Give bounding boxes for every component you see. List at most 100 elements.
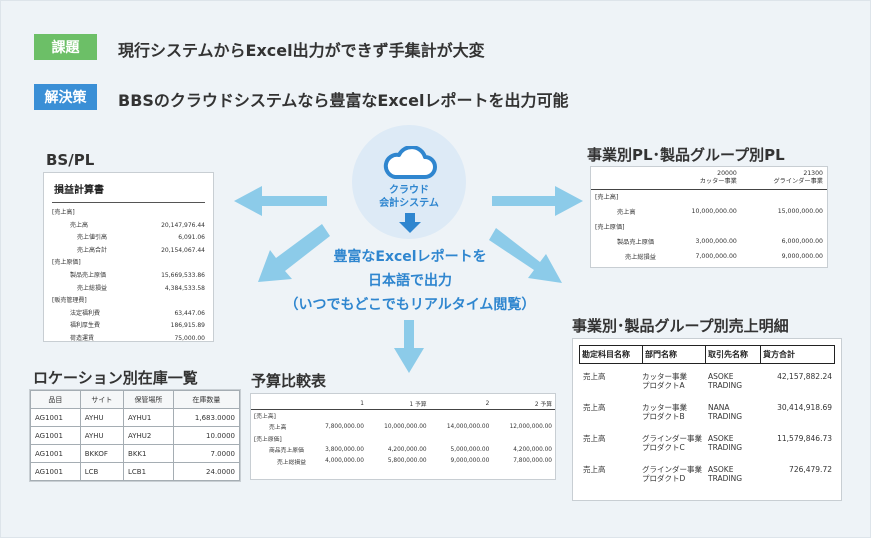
row-label: [売上原価] (254, 436, 282, 443)
cell: LCB (79, 462, 125, 481)
header-cell: 2 予算 (492, 398, 555, 410)
cell: AG1001 (30, 408, 81, 427)
bspl-row: [売上原価] (52, 257, 205, 270)
account-cell: 売上高 (583, 403, 606, 412)
client-name: ASOKE (708, 465, 734, 474)
product-name: プロダクトC (642, 443, 685, 452)
cloud-label-line-1: クラウド (389, 185, 429, 196)
header-cell: 在庫数量 (172, 390, 241, 409)
dept-name: グラインダー事業 (642, 434, 702, 443)
product-name: プロダクトB (642, 412, 685, 421)
row-label: [売上高] (595, 194, 619, 202)
segment-pl-title: 事業別PL･製品グループ別PL (587, 146, 785, 164)
bspl-row: 法定福利費 63,447.06 (52, 308, 205, 321)
dept-name: グラインダー事業 (642, 465, 702, 474)
cell: AYHU (79, 408, 125, 427)
header-cell: 部門名称 (643, 346, 706, 363)
cell: 9,000,000.00 (781, 253, 823, 260)
bspl-row-label: 売上総損益 (77, 284, 108, 292)
bspl-row-amount: 15,669,533.86 (161, 271, 205, 279)
cell: 4,000,000.00 (325, 458, 364, 465)
cell: AYHU1 (123, 408, 174, 427)
cell: 12,000,000.00 (509, 423, 552, 430)
cell: BKKOF (79, 444, 125, 463)
bspl-row: [売上高] (52, 207, 205, 220)
cell: 15,000,000.00 (777, 208, 823, 215)
bspl-title: BS/PL (46, 151, 95, 169)
row-label: 売上高 (617, 209, 636, 216)
row-label: [売上高] (254, 414, 276, 420)
cell: 3,800,000.00 (325, 446, 364, 453)
table-header-row: 品目 サイト 保管場所 在庫数量 (30, 390, 241, 409)
account-cell: 売上高 (583, 465, 606, 474)
header-cell: 品目 (30, 390, 81, 409)
header-cell: 保管場所 (123, 390, 174, 409)
table-row: 売上高 10,000,000.00 15,000,000.00 (591, 204, 827, 219)
bspl-row-amount: 63,447.06 (174, 309, 205, 317)
client-name: NANA (708, 403, 730, 412)
table-header-row: 1 1 予算 2 2 予算 (251, 398, 555, 410)
dept-cell: カッター事業プロダクトB (642, 403, 705, 421)
cell: 6,000,000.00 (781, 238, 823, 245)
cell: AYHU2 (123, 426, 174, 445)
table-header-row: 勘定科目名称 部門名称 取引先名称 貨方合計 (579, 345, 835, 364)
solution-badge: 解決策 (34, 84, 97, 110)
cell (367, 410, 430, 422)
cell (492, 433, 555, 445)
client-name-2: TRADING (708, 381, 743, 390)
cell: 5,000,000.00 (450, 446, 490, 453)
header-cell: 勘定科目名称 (580, 346, 643, 363)
cell: BKK1 (123, 444, 174, 463)
bspl-row-label: [販売管理費] (52, 297, 87, 305)
cell: 10,000,000.00 (691, 208, 737, 215)
cell (309, 433, 367, 445)
amount-cell: 726,479.72 (789, 465, 832, 474)
bspl-row-amount: 6,091.06 (178, 234, 205, 242)
header-cell: 2 (429, 398, 493, 410)
cell: 7,800,000.00 (513, 458, 552, 465)
client-name: ASOKE (708, 434, 734, 443)
cell (367, 433, 430, 445)
arrow-to-location-stock (258, 224, 330, 282)
cell (309, 410, 367, 422)
cell: 4,200,000.00 (513, 446, 552, 453)
account-cell: 売上高 (583, 434, 606, 443)
bspl-row-label: 法定福利費 (70, 309, 101, 317)
dept-cell: グラインダー事業プロダクトC (642, 434, 705, 452)
dept-cell: グラインダー事業プロダクトD (642, 465, 705, 483)
bspl-row-label: 売上高合計 (77, 246, 108, 254)
cell: 1,683.0000 (172, 408, 241, 427)
bspl-row-label: [売上原価] (52, 259, 81, 267)
cell: 14,000,000.00 (446, 423, 490, 430)
dept-name: カッター事業 (642, 403, 687, 412)
product-name: プロダクトA (642, 381, 685, 390)
cell (661, 219, 741, 234)
bspl-row-label: [売上高] (52, 209, 75, 216)
cloud-icon (383, 146, 437, 179)
bspl-row-amount: 20,154,067.44 (161, 246, 205, 254)
table-row: [売上高] (591, 189, 827, 204)
cell: 24.0000 (172, 462, 241, 481)
dept-cell: カッター事業プロダクトA (642, 372, 705, 390)
client-name-2: TRADING (708, 443, 743, 452)
arrow-to-bspl (234, 186, 327, 216)
header-cell (251, 398, 309, 410)
header-cell: 1 予算 (366, 398, 430, 410)
cloud-system-label: クラウド 会計システム (360, 184, 458, 210)
row-label: 売上高 (269, 425, 287, 432)
cloud-label-line-2: 会計システム (379, 198, 439, 209)
